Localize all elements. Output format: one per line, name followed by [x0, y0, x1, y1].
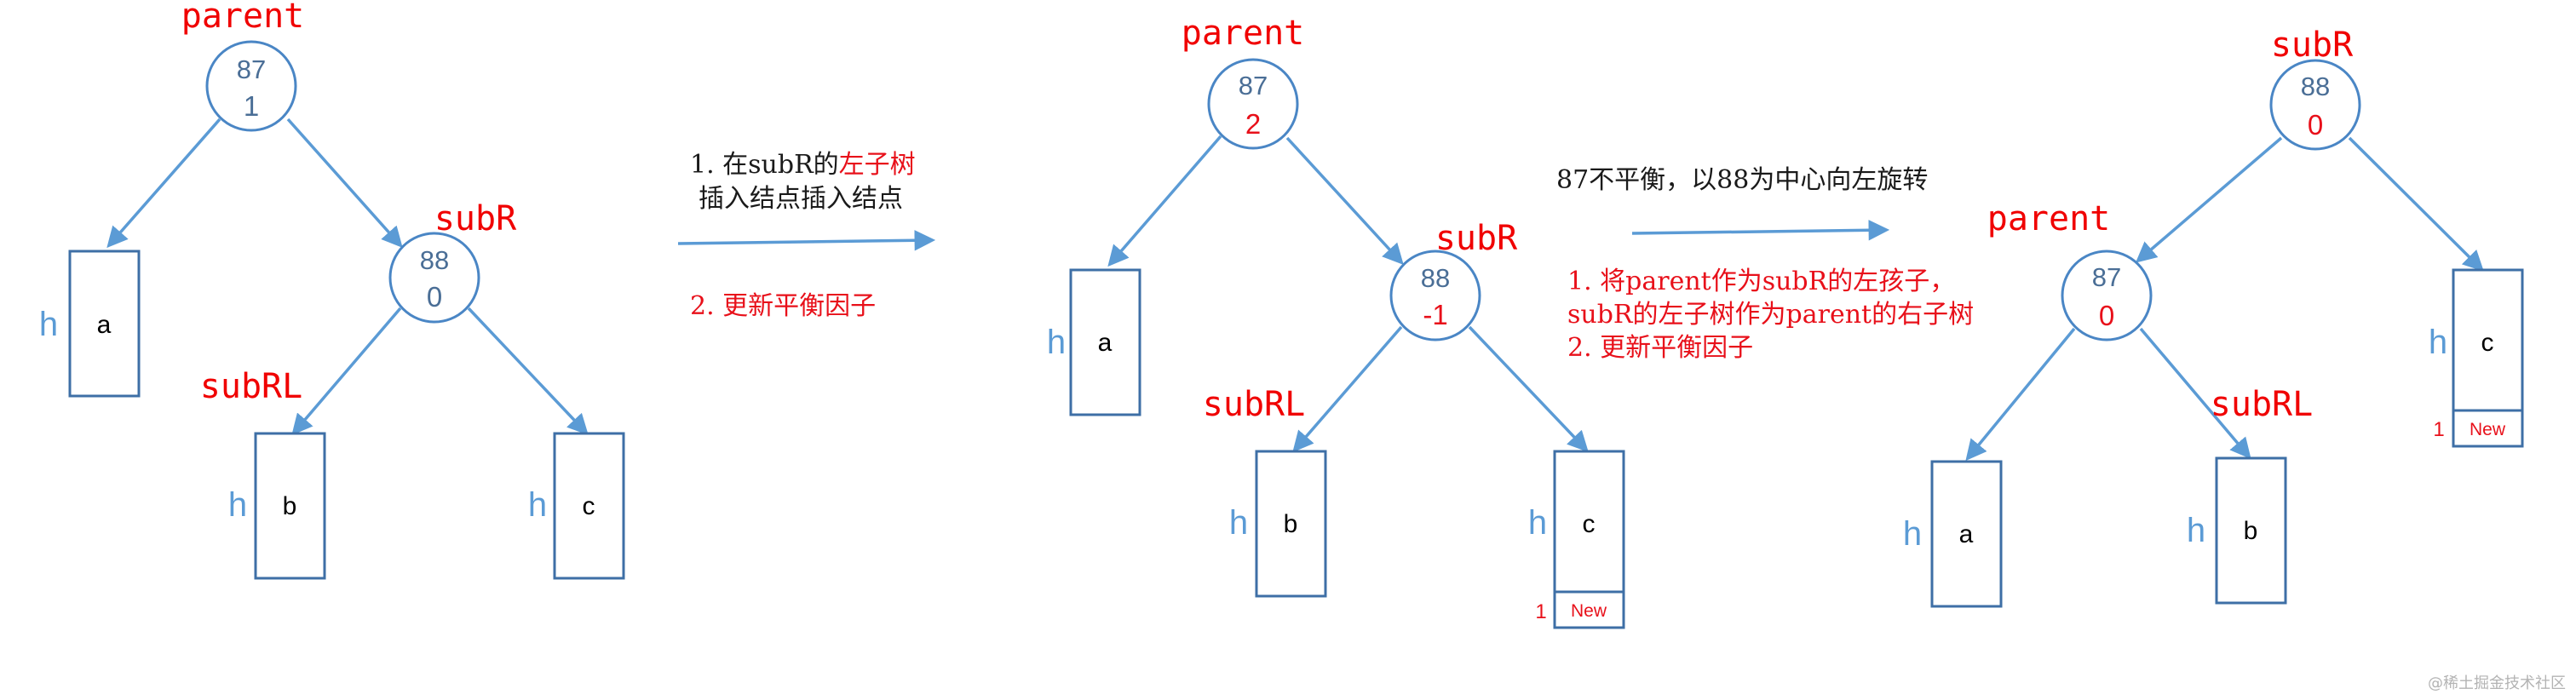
subtree-label: c — [2481, 329, 2494, 357]
height-label: h — [39, 306, 58, 343]
node-key: 88 — [420, 245, 449, 275]
node-key: 88 — [2301, 72, 2330, 101]
step-2-line-3: 2. 更新平衡因子 — [1567, 333, 1753, 363]
step-1-line-2: 插入结点插入结点 — [699, 184, 903, 214]
balance-factor: 1 — [244, 90, 259, 122]
new-node-box — [2452, 409, 2524, 448]
subr-label: subR — [434, 199, 517, 238]
subtree-label: b — [283, 492, 297, 520]
new-node-count: 1 — [2433, 418, 2444, 441]
step-1-line-1-highlight: 左子树 — [839, 150, 916, 180]
step-2-line-1: 1. 将parent作为subR的左孩子， — [1567, 267, 1955, 296]
subtree-b — [254, 432, 326, 580]
height-label: h — [2429, 324, 2447, 361]
balance-factor: -1 — [1423, 299, 1447, 330]
stage-2-after-insert: parent 87 2 subR 88 -1 subRL h a h b h c… — [1047, 14, 1625, 629]
edge-parent-to-a — [106, 118, 221, 249]
subtree-a — [1069, 268, 1141, 416]
stage-3-after-rotation: subR 88 0 parent 87 0 subRL h c New 1 h … — [1903, 26, 2524, 608]
edge-parent-to-subr — [286, 118, 403, 249]
step-1-line-3: 2. 更新平衡因子 — [690, 291, 876, 321]
node-key: 87 — [1239, 71, 1268, 100]
subtree-b — [2215, 456, 2287, 605]
height-label: h — [228, 486, 247, 524]
tree-node-subr — [2269, 59, 2361, 151]
parent-label: parent — [1987, 199, 2111, 238]
balance-factor: 0 — [2308, 109, 2323, 141]
subtree-label: c — [1583, 510, 1596, 538]
subr-label: subR — [2271, 26, 2354, 65]
step-1-line-1-prefix: 1. 在subR的 — [690, 150, 839, 180]
subrl-label: subRL — [200, 367, 302, 406]
edge-parent-to-b — [2139, 327, 2251, 460]
subtree-label: a — [1098, 329, 1113, 357]
node-key: 87 — [237, 55, 266, 84]
step-1-note: 1. 在subR的左子树 插入结点插入结点 2. 更新平衡因子 — [677, 150, 936, 321]
height-label: h — [1528, 504, 1547, 542]
tree-node-parent — [205, 40, 297, 132]
step-1-line-1: 1. 在subR的左子树 — [690, 150, 916, 180]
edge-parent-to-a — [1107, 135, 1222, 267]
edge-subr-to-c — [467, 307, 589, 435]
new-node-count: 1 — [1535, 600, 1546, 623]
tree-node-parent — [2061, 250, 2153, 341]
tree-node-subr — [1389, 250, 1481, 341]
height-label: h — [1229, 504, 1248, 542]
tree-node-subr — [388, 232, 480, 324]
height-label: h — [2187, 512, 2205, 549]
edge-subr-to-parent — [2135, 136, 2283, 263]
subtree-a — [68, 250, 141, 398]
subtree-a — [1930, 460, 2003, 608]
subtree-label: c — [583, 492, 595, 520]
balance-factor: 2 — [1245, 108, 1261, 140]
node-key: 88 — [1421, 263, 1450, 293]
edge-parent-to-subr — [1285, 136, 1404, 266]
new-node-label: New — [1571, 601, 1607, 621]
edge-subr-to-c — [1468, 325, 1589, 452]
height-label: h — [1903, 515, 1922, 553]
watermark: @稀土掘金技术社区 — [2428, 674, 2566, 692]
stage-1-before-insert: parent 87 1 subR 88 0 subRL h a h b h c — [39, 0, 625, 580]
step-1-arrow — [677, 230, 936, 251]
subr-label: subR — [1435, 219, 1518, 258]
edge-parent-to-a — [1965, 327, 2076, 462]
subtree-c — [1553, 450, 1625, 594]
edge-subr-to-b — [1292, 325, 1403, 453]
subrl-label: subRL — [2211, 385, 2313, 424]
parent-label: parent — [1182, 14, 1305, 53]
height-label: h — [1047, 324, 1066, 361]
step-2-arrow — [1631, 220, 1890, 241]
step-2-line-2: subR的左子树作为parent的右子树 — [1567, 300, 1974, 330]
subtree-c — [553, 432, 625, 580]
balance-factor: 0 — [427, 281, 442, 313]
edge-subr-to-b — [291, 307, 402, 436]
new-node-label: New — [2470, 420, 2506, 439]
tree-node-parent — [1207, 58, 1299, 150]
subrl-label: subRL — [1203, 385, 1305, 424]
height-label: h — [528, 486, 547, 524]
step-2-note: 87不平衡，以88为中心向左旋转 1. 将parent作为subR的左孩子， s… — [1556, 165, 1974, 363]
subtree-label: b — [1284, 510, 1298, 538]
balance-factor: 0 — [2099, 300, 2114, 331]
subtree-label: a — [97, 311, 112, 339]
subtree-label: a — [1959, 520, 1974, 548]
node-key: 87 — [2092, 262, 2121, 292]
new-node-box — [1553, 590, 1625, 629]
parent-label: parent — [181, 0, 305, 36]
step-2-title: 87不平衡，以88为中心向左旋转 — [1556, 165, 1928, 195]
edge-subr-to-c — [2348, 136, 2484, 272]
subtree-b — [1255, 450, 1327, 598]
subtree-label: b — [2244, 517, 2258, 545]
